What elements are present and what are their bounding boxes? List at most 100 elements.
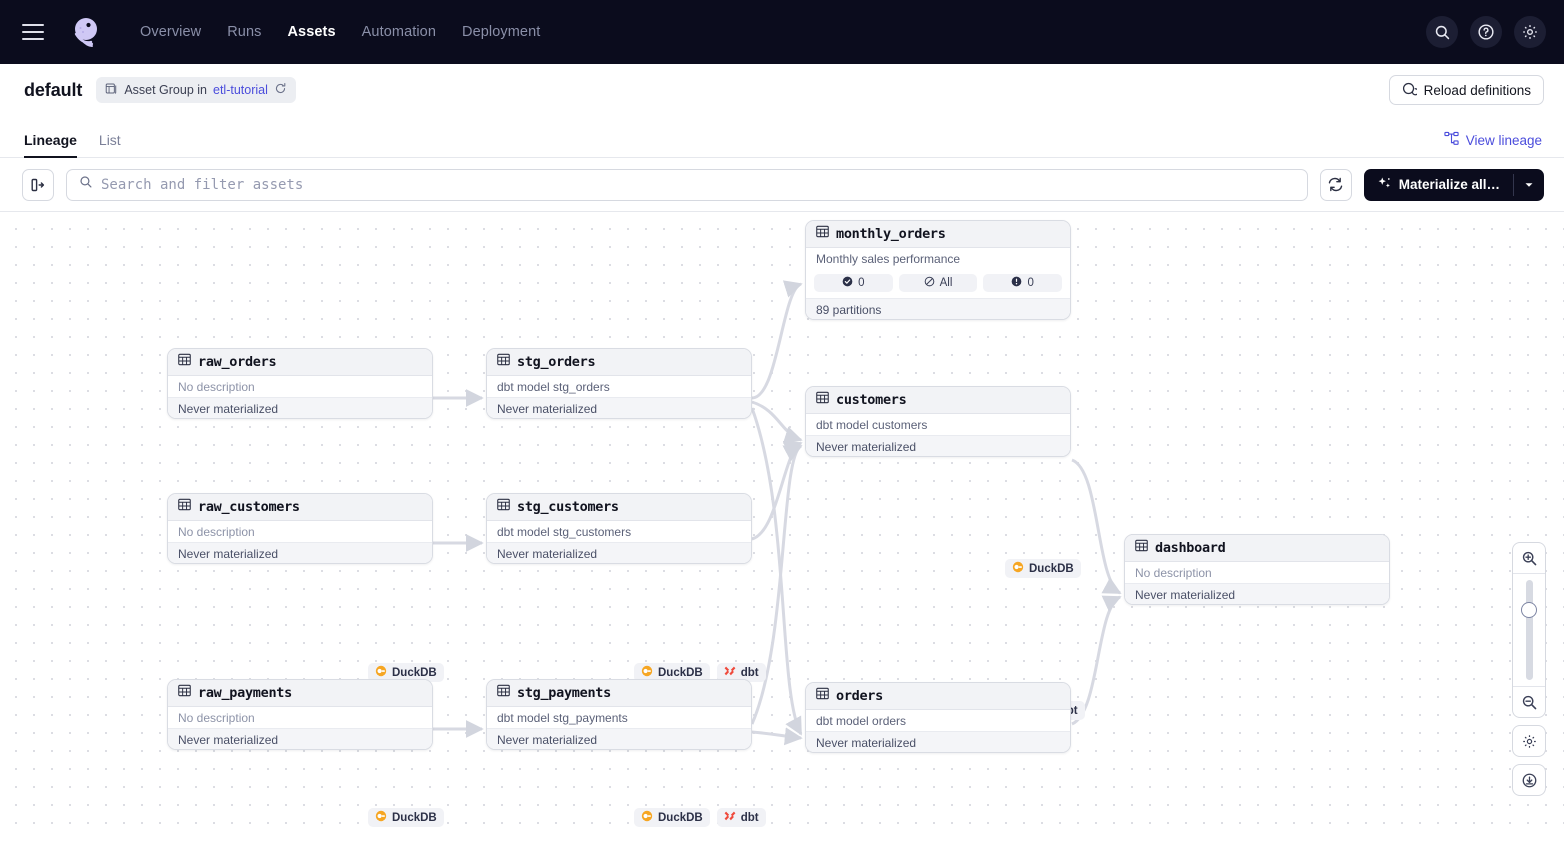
asset-node-description: dbt model stg_orders <box>487 376 751 397</box>
divider <box>1513 686 1545 687</box>
settings-icon[interactable] <box>1514 16 1546 48</box>
asset-node-header: raw_orders <box>168 349 432 376</box>
tag-duckdb[interactable]: DuckDB <box>634 663 710 682</box>
materialize-all-main[interactable]: Materialize all… <box>1364 169 1513 201</box>
asset-node-description: Monthly sales performance <box>806 248 1070 269</box>
divider <box>1513 573 1545 574</box>
asset-node-description: dbt model orders <box>806 710 1070 731</box>
tab-bar: Lineage List View lineage <box>0 116 1564 158</box>
asset-tags-stg-customers: DuckDB dbt <box>634 808 766 827</box>
graph-toolbar: Materialize all… <box>0 158 1564 212</box>
asset-node-raw-payments[interactable]: raw_payments No description Never materi… <box>167 679 433 750</box>
asset-table-icon <box>178 353 191 371</box>
asset-table-icon <box>497 684 510 702</box>
zoom-out-icon[interactable] <box>1513 687 1545 717</box>
search-and-filter-box[interactable] <box>66 168 1308 201</box>
asset-node-raw-customers[interactable]: raw_customers No description Never mater… <box>167 493 433 564</box>
nav-link-deployment[interactable]: Deployment <box>462 24 541 40</box>
asset-table-icon <box>497 498 510 516</box>
asset-node-header: dashboard <box>1125 535 1389 562</box>
sparkle-icon <box>1377 176 1392 194</box>
dbt-icon <box>724 665 736 680</box>
asset-node-description: dbt model customers <box>806 414 1070 435</box>
tag-duckdb[interactable]: DuckDB <box>1005 559 1081 578</box>
dagster-logo[interactable] <box>66 12 106 52</box>
materialize-all-button[interactable]: Materialize all… <box>1363 168 1544 201</box>
chevron-down-icon <box>1525 182 1533 187</box>
nav-link-runs[interactable]: Runs <box>227 24 262 40</box>
asset-node-monthly-orders[interactable]: monthly_orders Monthly sales performance… <box>805 220 1071 320</box>
asset-node-title: raw_orders <box>198 354 277 370</box>
refresh-graph-button[interactable] <box>1319 168 1352 201</box>
materialize-dropdown-button[interactable] <box>1514 169 1544 201</box>
slash-circle-icon <box>924 276 935 290</box>
asset-group-label: Asset Group in <box>124 83 207 97</box>
asset-node-stg-customers[interactable]: stg_customers dbt model stg_customers Ne… <box>486 493 752 564</box>
nav-link-automation[interactable]: Automation <box>361 24 437 40</box>
search-input[interactable] <box>101 176 1295 193</box>
nav-link-overview[interactable]: Overview <box>140 24 202 40</box>
materialize-divider <box>1513 173 1514 196</box>
exclamation-circle-icon <box>1011 276 1022 290</box>
asset-node-header: stg_customers <box>487 494 751 521</box>
asset-group-chip[interactable]: Asset Group in etl-tutorial <box>96 77 296 103</box>
asset-node-partitions: 89 partitions <box>806 298 1070 319</box>
asset-node-header: stg_payments <box>487 680 751 707</box>
lineage-graph-icon <box>1444 131 1459 149</box>
asset-node-stg-orders[interactable]: stg_orders dbt model stg_orders Never ma… <box>486 348 752 419</box>
asset-node-header: orders <box>806 683 1070 710</box>
asset-node-status: Never materialized <box>168 542 432 563</box>
reload-circle-icon[interactable] <box>274 82 287 98</box>
tag-duckdb[interactable]: DuckDB <box>634 808 710 827</box>
fit-to-screen-icon[interactable] <box>1512 764 1546 796</box>
asset-group-icon <box>105 82 118 98</box>
asset-node-header: stg_orders <box>487 349 751 376</box>
tag-dbt[interactable]: dbt <box>716 663 766 682</box>
asset-node-description: No description <box>1125 562 1389 583</box>
partition-badge-label: All <box>939 277 953 289</box>
asset-node-orders[interactable]: orders dbt model orders Never materializ… <box>805 682 1071 753</box>
asset-node-customers[interactable]: customers dbt model customers Never mate… <box>805 386 1071 457</box>
tab-lineage[interactable]: Lineage <box>24 132 77 158</box>
toggle-sidebar-button[interactable] <box>22 168 54 201</box>
partition-badge-label: 0 <box>858 277 865 289</box>
menu-icon[interactable] <box>22 24 44 40</box>
reload-definitions-icon <box>1402 81 1419 99</box>
help-icon[interactable] <box>1470 16 1502 48</box>
asset-node-title: stg_orders <box>517 354 596 370</box>
asset-node-dashboard[interactable]: dashboard No description Never materiali… <box>1124 534 1390 605</box>
tag-dbt[interactable]: dbt <box>716 808 766 827</box>
view-lineage-link[interactable]: View lineage <box>1444 131 1542 149</box>
partition-badge-failed[interactable]: 0 <box>983 274 1063 292</box>
zoom-slider-thumb[interactable] <box>1521 602 1537 618</box>
asset-node-title: dashboard <box>1155 540 1226 556</box>
asset-node-status: Never materialized <box>487 542 751 563</box>
partition-badge-missing[interactable]: All <box>898 274 978 292</box>
reload-definitions-button[interactable]: Reload definitions <box>1388 75 1544 105</box>
tag-duckdb[interactable]: DuckDB <box>368 663 444 682</box>
zoom-slider[interactable] <box>1513 574 1545 686</box>
nav-link-assets[interactable]: Assets <box>287 24 336 40</box>
nav-links: Overview Runs Assets Automation Deployme… <box>140 24 540 40</box>
tab-list[interactable]: List <box>98 132 121 148</box>
duckdb-icon <box>1012 561 1024 576</box>
asset-tags-raw-customers: DuckDB <box>368 808 444 827</box>
partition-badge-materialized[interactable]: 0 <box>814 274 893 292</box>
asset-group-link[interactable]: etl-tutorial <box>213 83 268 97</box>
asset-table-icon <box>178 684 191 702</box>
tag-label: DuckDB <box>392 811 437 824</box>
materialize-all-label: Materialize all… <box>1398 177 1500 192</box>
asset-node-description: No description <box>168 376 432 397</box>
search-icon[interactable] <box>1426 16 1458 48</box>
tag-duckdb[interactable]: DuckDB <box>368 808 444 827</box>
asset-node-raw-orders[interactable]: raw_orders No description Never material… <box>167 348 433 419</box>
asset-node-stg-payments[interactable]: stg_payments dbt model stg_payments Neve… <box>486 679 752 750</box>
zoom-in-icon[interactable] <box>1513 543 1545 573</box>
graph-settings-icon[interactable] <box>1512 725 1546 757</box>
asset-node-header: raw_payments <box>168 680 432 707</box>
lineage-canvas[interactable]: monthly_orders Monthly sales performance… <box>0 212 1564 837</box>
tabs: Lineage List <box>24 132 121 158</box>
asset-node-title: raw_customers <box>198 499 300 515</box>
asset-node-title: orders <box>836 688 883 704</box>
